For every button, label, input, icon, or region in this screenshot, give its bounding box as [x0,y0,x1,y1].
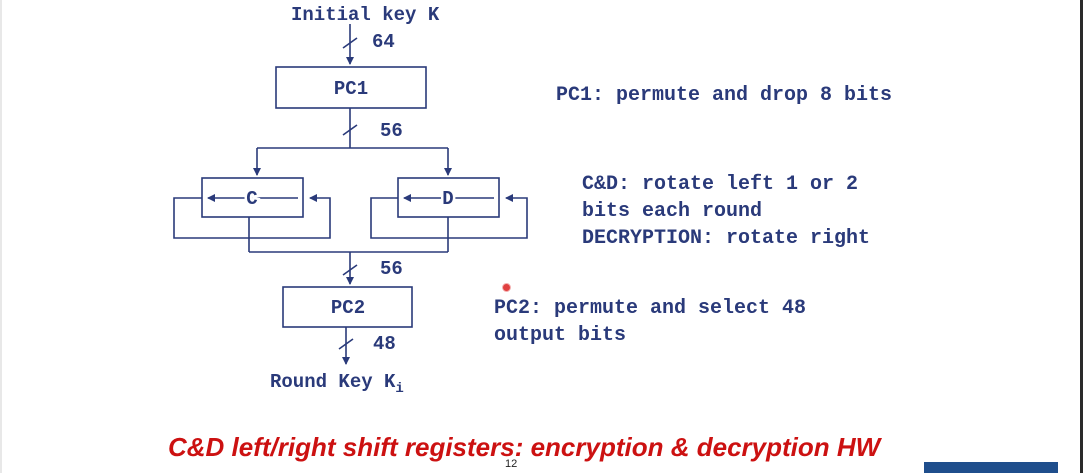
corner-accent-bar [924,462,1058,473]
pc2-box [282,286,413,328]
bit-slash-48 [338,338,354,350]
slide-left-edge [0,0,2,473]
input-label: Initial key K [291,4,440,26]
page-number: 12 [505,458,518,470]
pc1-label: PC1 [334,78,368,100]
note-cd-line3: DECRYPTION: rotate right [582,227,871,250]
note-cd: C&D: rotate left 1 or 2 bits each round … [582,171,870,252]
pc1-box [275,66,427,109]
c-rotate-loop [173,194,331,239]
output-label: Round Key Ki [270,371,404,397]
bit-slash-64 [342,37,358,49]
bits-label-64: 64 [372,31,395,53]
note-cd-line1: C&D: rotate left 1 or 2 [582,173,859,196]
slide-caption: C&D left/right shift registers: encrypti… [168,432,881,462]
output-label-main: Round Key K [270,371,396,393]
pc2-label: PC2 [331,297,365,319]
c-register-label: C [246,188,257,210]
note-pc2: PC2: permute and select 48 output bits [494,295,806,349]
bit-slash-56-bottom [342,264,358,276]
note-pc2-line2: output bits [494,324,627,347]
output-label-subscript: i [395,381,403,397]
bit-slash-56-top [342,124,358,136]
slide-right-edge [1080,0,1083,473]
laser-pointer-dot [502,283,511,292]
note-pc2-line1: PC2: permute and select 48 [494,297,807,320]
bits-label-48: 48 [373,333,396,355]
bits-label-56-bottom: 56 [380,258,403,280]
d-rotate-loop [370,194,528,239]
d-register-label: D [442,188,453,210]
note-pc1: PC1: permute and drop 8 bits [556,84,893,107]
note-cd-line2: bits each round [582,200,763,223]
bits-label-56-top: 56 [380,120,403,142]
